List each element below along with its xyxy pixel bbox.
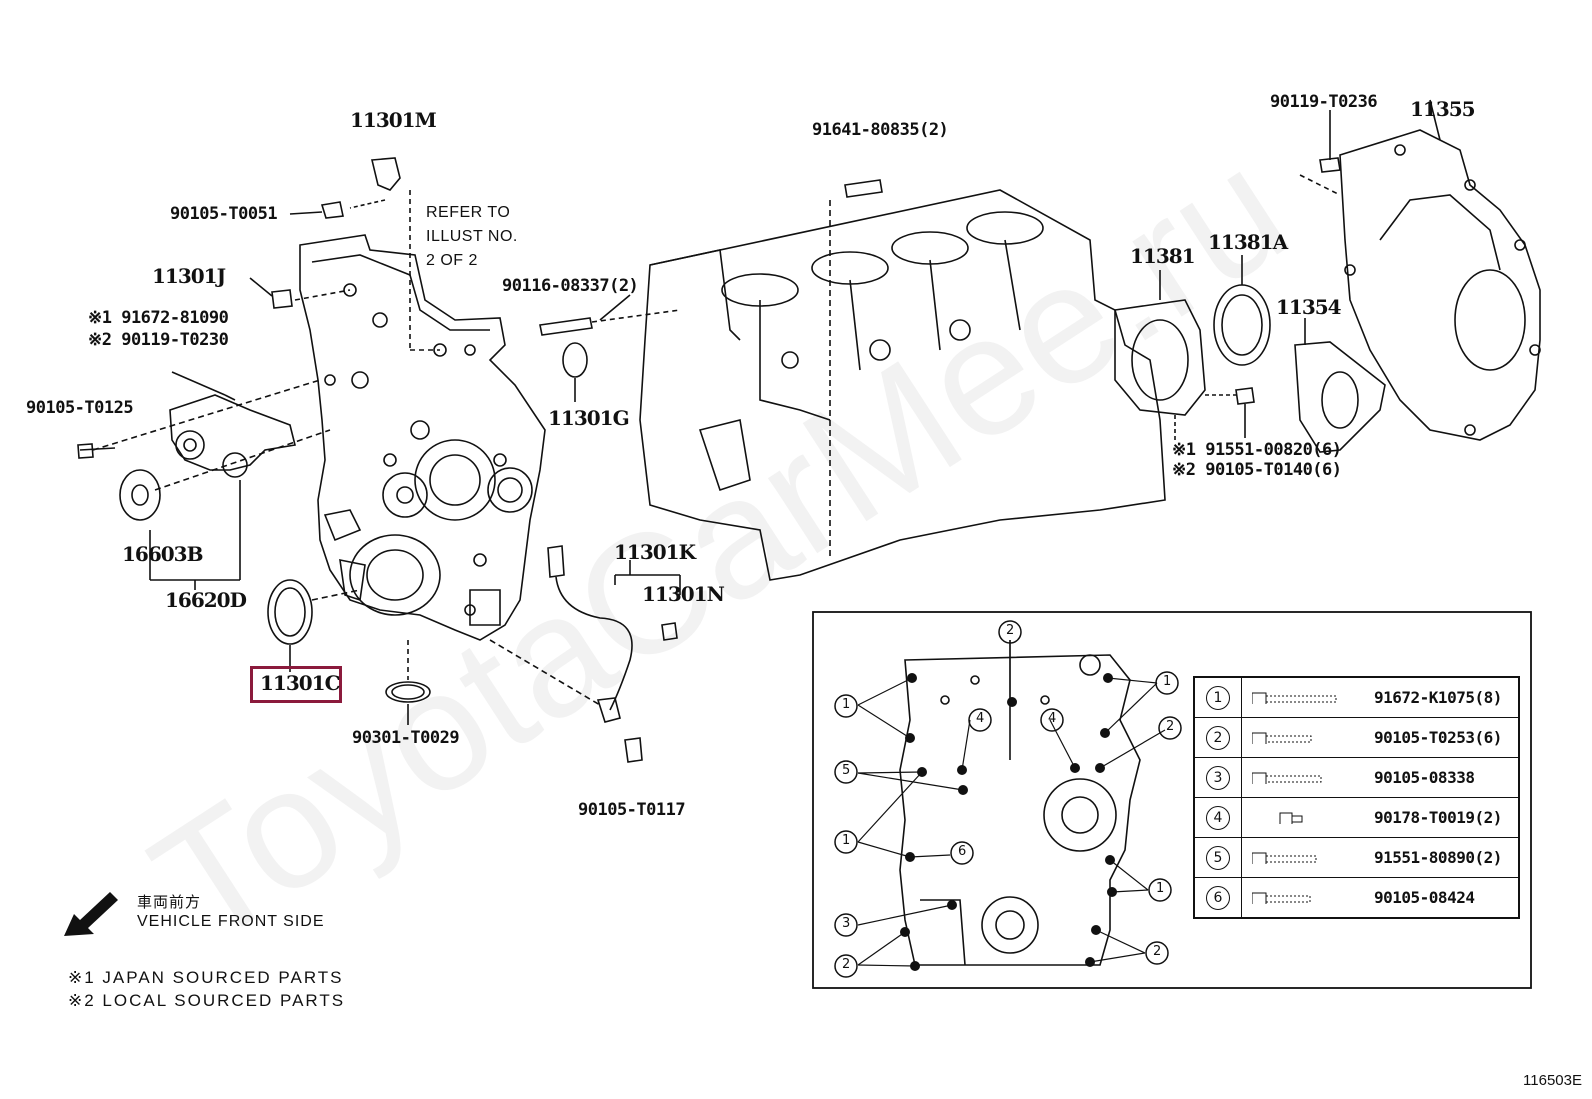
label-90105-T0140[interactable]: ※2 90105-T0140(6)	[1172, 460, 1342, 480]
table-row[interactable]: 6 90105-08424	[1195, 878, 1518, 917]
callout-number: 4	[976, 711, 985, 726]
front-arrow-icon	[64, 892, 118, 936]
callout-number: 2	[1153, 944, 1162, 959]
callout-number: 1	[842, 833, 851, 848]
refer-note-2: ILLUST NO.	[426, 228, 518, 245]
label-11301G[interactable]: 11301G	[548, 406, 630, 430]
row-number: 4	[1206, 805, 1230, 830]
local-sourced-note: ※2 LOCAL SOURCED PARTS	[68, 991, 346, 1010]
front-side-jp: 車両前方	[137, 894, 202, 911]
bolt-icon	[1252, 892, 1311, 904]
table-row[interactable]: 3 90105-08338	[1195, 758, 1518, 798]
label-11381[interactable]: 11381	[1130, 244, 1196, 268]
label-16620D[interactable]: 16620D	[165, 588, 247, 612]
part-number[interactable]: 90178-T0019(2)	[1374, 808, 1502, 827]
label-90105-T0051[interactable]: 90105-T0051	[170, 204, 278, 224]
row-number-cell: 6	[1195, 878, 1242, 917]
row-number: 5	[1206, 845, 1230, 870]
table-row[interactable]: 1 91672-K1075(8)	[1195, 678, 1518, 718]
inset-leaders	[857, 640, 1166, 967]
label-91641-80835[interactable]: 91641-80835(2)	[812, 120, 949, 140]
callout-number: 1	[1156, 881, 1165, 896]
bolt-icon	[1279, 812, 1303, 824]
oring-90301-art	[385, 681, 431, 703]
seal-11301C-art	[267, 579, 361, 672]
callout-number: 2	[842, 957, 851, 972]
refer-note-1: REFER TO	[426, 204, 511, 221]
label-11355[interactable]: 11355	[1410, 97, 1476, 121]
highlight-box	[250, 666, 342, 703]
label-11301C[interactable]: 11301C	[260, 671, 340, 695]
label-11301M[interactable]: 11301M	[350, 108, 437, 132]
cover-11354-art	[1294, 341, 1386, 453]
row-number-cell: 2	[1195, 718, 1242, 757]
label-90105-T0117[interactable]: 90105-T0117	[578, 800, 686, 820]
label-11381A[interactable]: 11381A	[1208, 230, 1288, 254]
callout-number: 3	[842, 916, 851, 931]
row-number-cell: 1	[1195, 678, 1242, 717]
callout-number: 2	[1006, 623, 1015, 638]
label-16603B[interactable]: 16603B	[122, 542, 203, 566]
label-90119-T0230[interactable]: ※2 90119-T0230	[88, 330, 229, 350]
timing-cover-art	[299, 234, 546, 641]
part-number[interactable]: 91551-80890(2)	[1374, 848, 1502, 867]
part-number[interactable]: 90105-08424	[1374, 888, 1475, 907]
inset-callout-circles	[834, 620, 1182, 978]
label-91672-81090[interactable]: ※1 91672-81090	[88, 308, 229, 328]
inset-bolt-dots	[900, 673, 1117, 971]
callout-number: 5	[842, 763, 851, 778]
part-number[interactable]: 90105-08338	[1374, 768, 1475, 787]
label-11301K[interactable]: 11301K	[614, 540, 696, 564]
row-number-cell: 5	[1195, 838, 1242, 877]
refer-note-3: 2 OF 2	[426, 252, 478, 269]
bolt-icon	[1252, 772, 1322, 784]
japan-sourced-note: ※1 JAPAN SOURCED PARTS	[68, 968, 344, 987]
row-number: 6	[1206, 885, 1230, 910]
label-90119-T0236[interactable]: 90119-T0236	[1270, 92, 1378, 112]
row-number-cell: 4	[1195, 798, 1242, 837]
row-number: 2	[1206, 725, 1230, 750]
seal-retainer-11381-art	[1114, 270, 1206, 440]
bolt-table: 1 91672-K1075(8) 2 90105-T0253(6) 3 9010…	[1193, 676, 1520, 919]
label-90116-08337[interactable]: 90116-08337(2)	[502, 276, 639, 296]
part-number[interactable]: 90105-T0253(6)	[1374, 728, 1502, 747]
row-number: 3	[1206, 765, 1230, 790]
label-90105-T0125[interactable]: 90105-T0125	[26, 398, 134, 418]
cylinder-block-art	[639, 179, 1166, 581]
bolt-icon	[1252, 852, 1317, 864]
inset-frame	[812, 611, 1532, 989]
sensor-11301K-art	[489, 545, 681, 763]
part-number[interactable]: 91672-K1075(8)	[1374, 688, 1502, 707]
callout-number: 2	[1166, 719, 1175, 734]
table-row[interactable]: 5 91551-80890(2)	[1195, 838, 1518, 878]
label-11301N[interactable]: 11301N	[642, 582, 725, 606]
table-row[interactable]: 4 90178-T0019(2)	[1195, 798, 1518, 838]
callout-number: 4	[1048, 711, 1057, 726]
row-number: 1	[1206, 685, 1230, 710]
row-number-cell: 3	[1195, 758, 1242, 797]
front-side-en: VEHICLE FRONT SIDE	[137, 913, 325, 930]
label-11354[interactable]: 11354	[1276, 295, 1342, 319]
bolt-icon	[1252, 692, 1337, 704]
label-91551-00820[interactable]: ※1 91551-00820(6)	[1172, 440, 1342, 460]
callout-number: 1	[842, 697, 851, 712]
bolt-icon	[1252, 732, 1312, 744]
sensor-11301M-art	[289, 157, 440, 351]
figure-number: 116503E	[1523, 1072, 1582, 1089]
label-11301J[interactable]: 11301J	[152, 264, 226, 288]
callout-number: 1	[1163, 674, 1172, 689]
callout-number: 6	[958, 844, 967, 859]
plate-11355-art	[1339, 129, 1541, 441]
plug-11301J-art	[271, 289, 293, 309]
table-row[interactable]: 2 90105-T0253(6)	[1195, 718, 1518, 758]
label-90301-T0029[interactable]: 90301-T0029	[352, 728, 460, 748]
tensioner-art	[77, 371, 331, 590]
inset-cover-art	[899, 640, 1141, 966]
